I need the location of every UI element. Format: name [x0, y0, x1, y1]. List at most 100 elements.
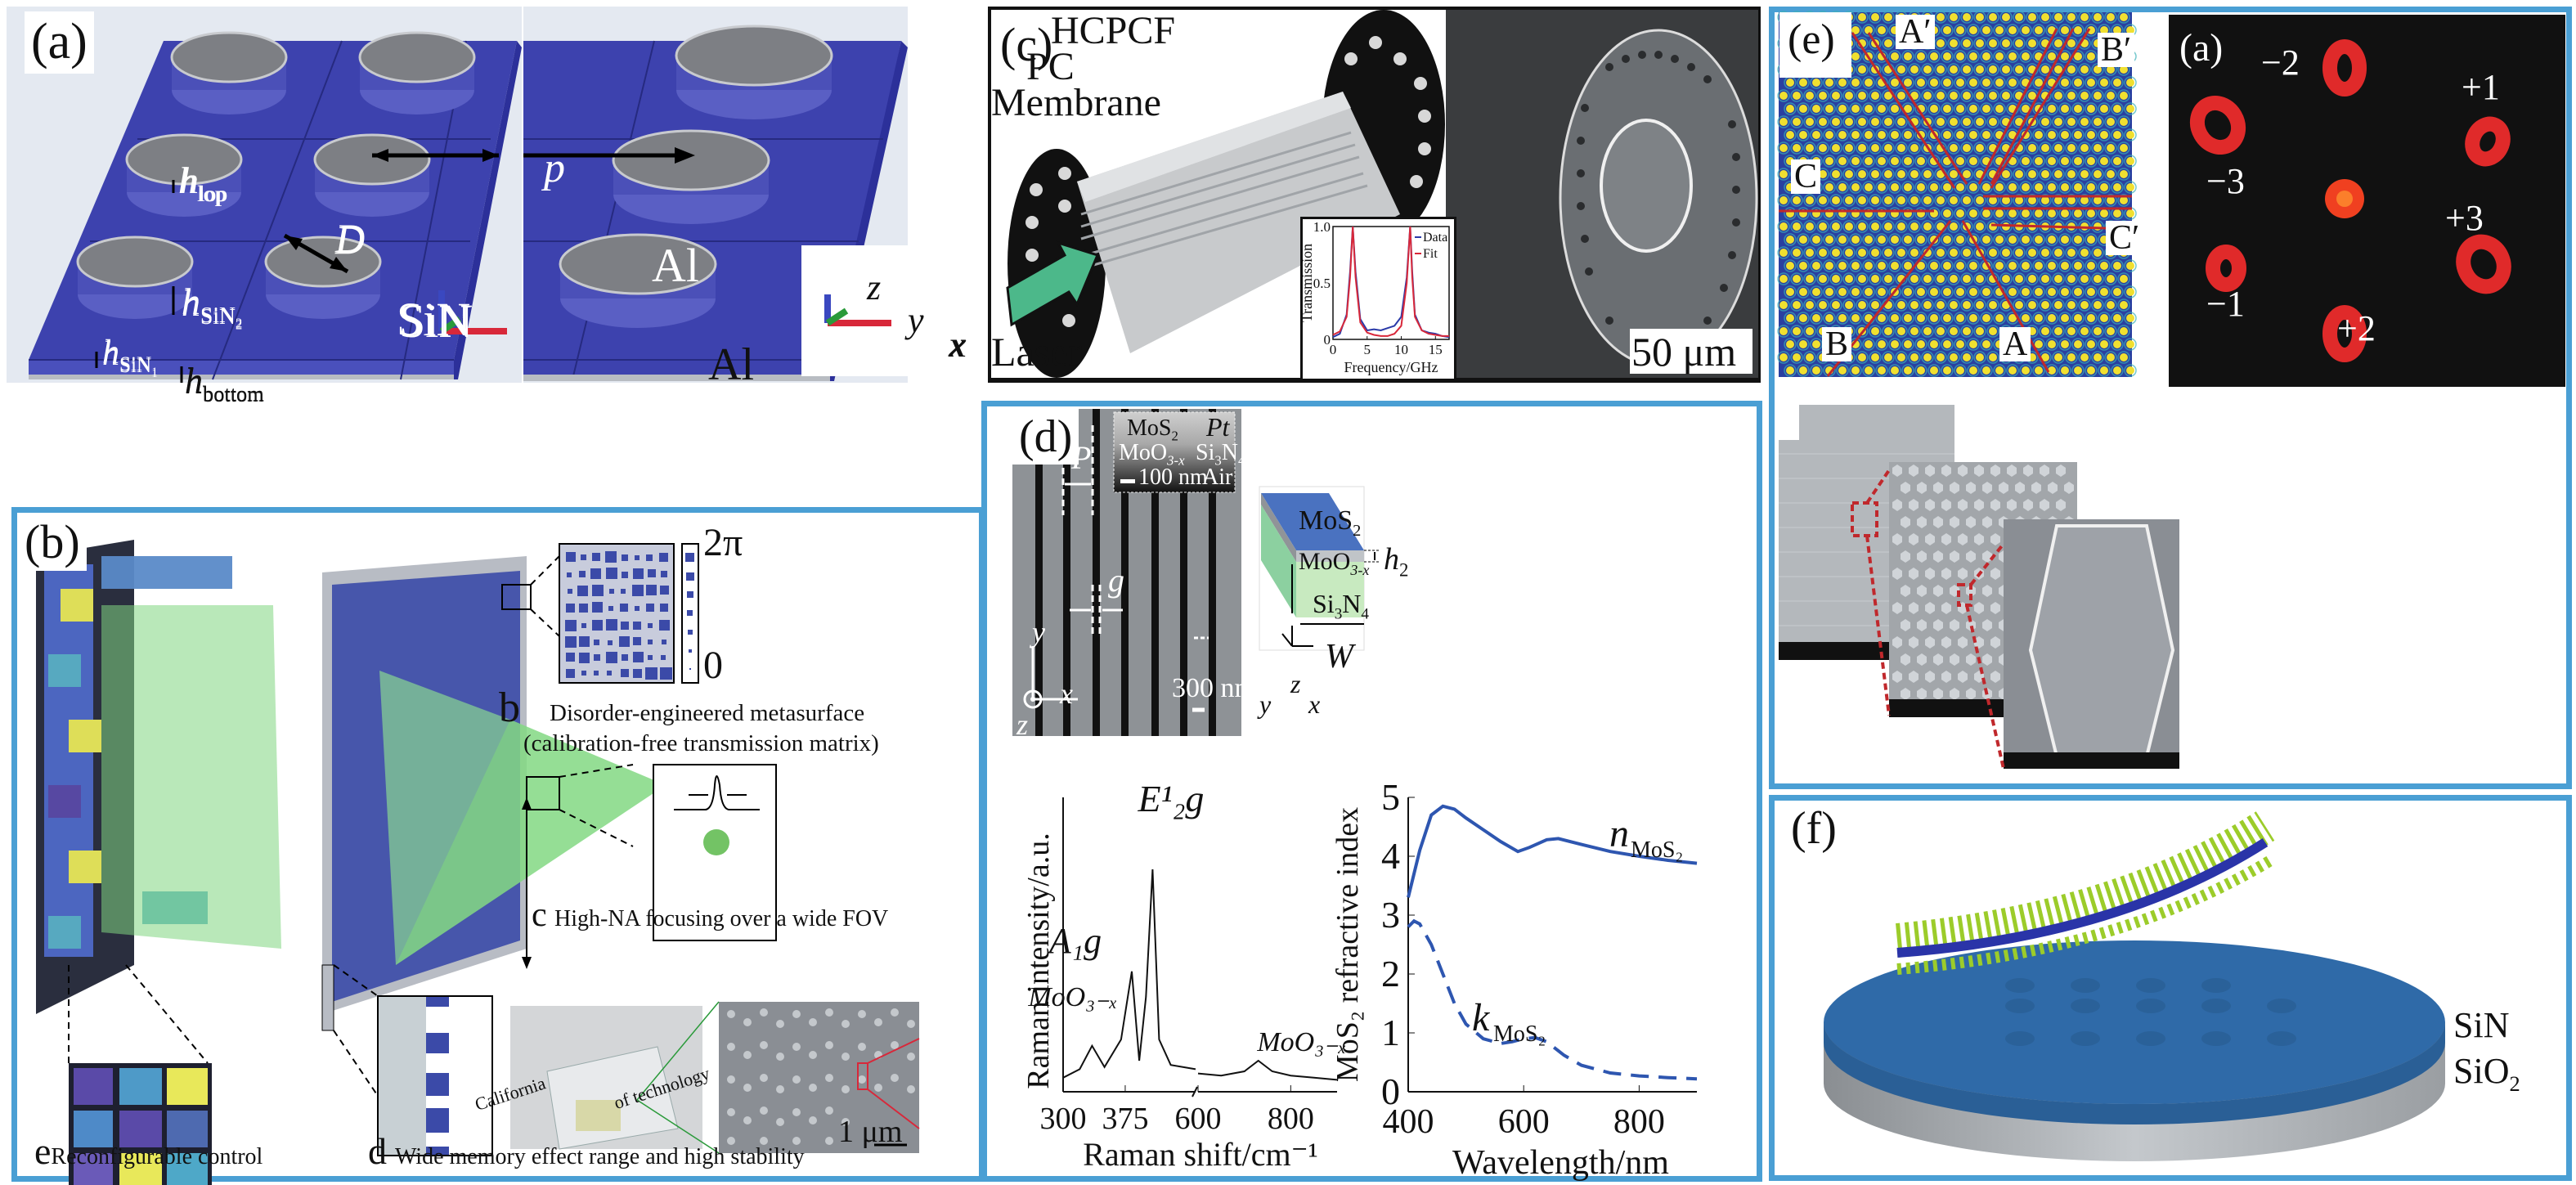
lattice-dot-halo: [1947, 272, 1960, 285]
hex-pillar: [1901, 516, 1910, 528]
series-line-fit: [1332, 226, 1449, 337]
lattice-dot-halo: [1888, 312, 1901, 325]
lattice-dot-halo: [1960, 272, 1973, 285]
lattice-dot-halo: [1980, 364, 1993, 377]
lattice-dot: [2035, 340, 2043, 348]
lattice-dot: [2028, 13, 2036, 21]
lattice-dot: [2113, 105, 2121, 113]
lattice-dot-halo: [1960, 298, 1973, 312]
lattice-dot: [1917, 183, 1925, 191]
lattice-dot: [2015, 249, 2023, 257]
lattice-dot: [2080, 92, 2089, 100]
label-h-bottom-sub: bottom: [203, 381, 264, 406]
lattice-dot: [1989, 327, 1997, 335]
lattice-dot-halo: [1973, 246, 1986, 259]
lattice-dot: [1910, 275, 1919, 283]
lattice-dot-halo: [2091, 115, 2104, 128]
lattice-dot: [2054, 118, 2062, 126]
lattice-dot: [1806, 353, 1814, 361]
lattice-dot: [2067, 249, 2076, 257]
lattice-dot-halo: [1973, 194, 1986, 207]
lattice-dot-halo: [1849, 364, 1862, 377]
line-label-B: B: [1822, 327, 1852, 361]
lattice-dot: [2048, 183, 2056, 191]
lattice-dot-halo: [1973, 115, 1986, 128]
lattice-dot: [1793, 144, 1801, 152]
lattice-dot: [2107, 196, 2115, 204]
lattice-dot-halo: [1960, 141, 1973, 155]
lattice-dot-halo: [1882, 194, 1895, 207]
lattice-dot-halo: [2078, 246, 2091, 259]
lattice-dot: [1878, 157, 1886, 165]
lattice-dot: [1910, 222, 1919, 231]
h-sin1-subsub: 1: [151, 366, 158, 379]
lattice-dot: [1943, 236, 1951, 244]
lattice-dot: [1930, 52, 1938, 61]
lattice-dot: [2002, 92, 2010, 100]
lattice-dot-halo: [2078, 89, 2091, 102]
hex-pillar: [1941, 636, 1951, 649]
lattice-dot-halo: [1882, 246, 1895, 259]
lattice-dot: [1799, 288, 1807, 296]
x-tick-label: 600: [1175, 1102, 1222, 1136]
lattice-dot-halo: [1980, 259, 1993, 272]
lattice-dot-halo: [2071, 102, 2085, 115]
lattice-dot: [1950, 13, 1958, 21]
lattice-dot: [1891, 157, 1899, 165]
hex-pillar: [2007, 499, 2017, 511]
lattice-dot: [2008, 366, 2017, 375]
lattice-dot: [1793, 196, 1801, 204]
lattice-dot-halo: [1960, 37, 1973, 50]
lattice-dot: [1956, 157, 1964, 165]
lattice-dot: [1963, 144, 1971, 152]
lattice-dot-halo: [1816, 272, 1829, 285]
lattice-dot: [2054, 39, 2062, 47]
lattice-dot: [1793, 92, 1801, 100]
lattice-dot: [1910, 327, 1919, 335]
line-label-C-prime: C′: [2106, 221, 2143, 255]
vortex-ring: [2189, 95, 2246, 155]
lattice-dot: [2067, 327, 2076, 335]
lattice-dot-halo: [2104, 298, 2117, 312]
lattice-dot-halo: [1921, 115, 1934, 128]
lattice-dot-halo: [1869, 351, 1882, 364]
hex-pillar: [1941, 568, 1951, 580]
lattice-dot: [1832, 275, 1840, 283]
lattice-dot-halo: [1862, 50, 1875, 63]
lattice-dot: [2022, 262, 2030, 270]
lattice-dot: [1793, 222, 1801, 231]
lattice-dot: [2022, 366, 2030, 375]
lattice-dot-halo: [1869, 272, 1882, 285]
label-h-bottom: hbottom: [185, 364, 264, 405]
lattice-dot-halo: [1928, 233, 1941, 246]
lattice-dot-halo: [1790, 141, 1803, 155]
lattice-dot: [1963, 249, 1971, 257]
sem-scale-50: 50 μm: [1631, 329, 1737, 375]
lattice-dot: [1806, 144, 1814, 152]
lattice-dot: [2087, 52, 2095, 61]
lattice-dot-halo: [1960, 89, 1973, 102]
y-tick-label: 0: [1324, 332, 1331, 348]
lattice-dot-halo: [2098, 338, 2111, 351]
lattice-dot-halo: [1967, 76, 1980, 89]
lattice-dot: [1793, 275, 1801, 283]
hex-pillar: [1958, 533, 1968, 545]
lattice-dot: [2094, 353, 2102, 361]
lattice-dot-halo: [1836, 102, 1849, 115]
panel-e-tag: (e): [1779, 12, 1851, 78]
lattice-dot: [1982, 131, 1990, 139]
lattice-dot-halo: [2104, 194, 2117, 207]
lattice-dot-halo: [1882, 220, 1895, 233]
lattice-dot-halo: [1973, 298, 1986, 312]
lattice-dot: [2107, 301, 2115, 309]
hex-pillar: [1974, 465, 1984, 477]
lattice-dot-halo: [2032, 364, 2045, 377]
lattice-dot-halo: [1908, 272, 1921, 285]
lattice-dot: [2054, 170, 2062, 178]
lattice-dot: [2028, 39, 2036, 47]
lattice-dot-halo: [1895, 89, 1908, 102]
hex-pillar: [1909, 568, 1919, 580]
lattice-dot: [2120, 13, 2128, 21]
lattice-dot-halo: [1875, 102, 1888, 115]
